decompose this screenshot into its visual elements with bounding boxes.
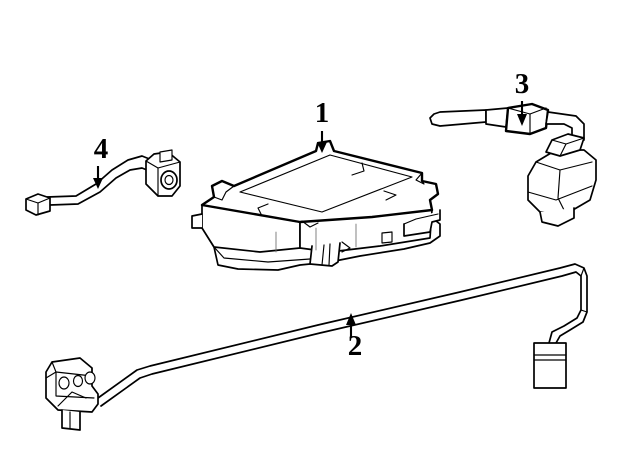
callout-4: 4 <box>93 133 108 189</box>
lead-wire-upper-edge <box>46 155 153 198</box>
callout-4-label: 4 <box>94 133 109 165</box>
module-corner-mark-left <box>257 203 269 217</box>
module-connector-divider-a <box>321 244 325 266</box>
sensor-connector-mid-facet <box>557 169 567 215</box>
module-top-recess <box>239 154 413 213</box>
harness-bend-mid-right <box>580 309 588 313</box>
part-control-module <box>191 139 441 271</box>
callout-1: 1 <box>315 97 330 153</box>
callout-2-arrow-head <box>346 313 356 325</box>
sensor-center-block <box>504 102 550 136</box>
harness-bracket-hole-1 <box>58 376 70 390</box>
callout-2-label: 2 <box>348 330 363 362</box>
lead-wire-lower-edge <box>49 167 153 206</box>
harness-end-connector <box>533 342 567 389</box>
harness-cable-lower-edge <box>100 271 582 407</box>
module-connector-divider-b <box>328 243 331 266</box>
module-right-connector-block <box>403 209 441 237</box>
part-sensor-connector-assembly <box>429 102 597 227</box>
harness-bracket-leg <box>61 409 81 431</box>
sensor-connector-lower-facet <box>527 185 593 201</box>
module-corner-mark-top <box>351 162 365 176</box>
sensor-collar <box>485 107 509 128</box>
harness-bend-top-right <box>580 267 585 277</box>
module-top-face <box>200 139 440 224</box>
lead-sensor-nub <box>159 149 173 163</box>
module-left-tab <box>191 213 203 229</box>
module-corner-mark-bottom <box>301 220 319 228</box>
harness-bracket-body <box>45 357 99 413</box>
module-left-notch <box>213 185 235 201</box>
module-corner-mark-right <box>383 190 397 201</box>
sensor-connector-foot <box>539 207 575 227</box>
module-flange-inner-edge <box>213 246 311 263</box>
harness-bracket-face-edge <box>55 371 95 399</box>
harness-cable-upper-edge <box>97 263 588 399</box>
lead-sensor-face-inner <box>164 174 174 186</box>
callout-3: 3 <box>515 68 530 126</box>
module-connector-arrow-mark <box>341 241 351 253</box>
harness-bracket-left-edge <box>45 371 57 379</box>
harness-bracket-gusset <box>57 391 87 407</box>
module-right-connector-top-edge <box>403 213 439 225</box>
part-wire-harness <box>45 263 588 431</box>
callout-3-arrow-head <box>517 114 527 126</box>
module-right-notch <box>415 172 425 185</box>
callout-1-arrow-head <box>317 142 327 153</box>
callout-2: 2 <box>346 313 362 362</box>
module-connector-recess-outer <box>309 242 341 267</box>
sensor-rod <box>429 109 487 127</box>
module-small-port <box>381 231 393 244</box>
callout-1-label: 1 <box>315 97 330 129</box>
harness-bracket-hole-3 <box>84 371 96 385</box>
part-sensor-lead-wire <box>25 149 181 216</box>
sensor-connector-cap-vert <box>559 143 567 157</box>
callout-4-arrow-head <box>93 178 103 189</box>
callout-3-label: 3 <box>515 68 530 100</box>
harness-bracket-hole-2 <box>72 374 84 388</box>
